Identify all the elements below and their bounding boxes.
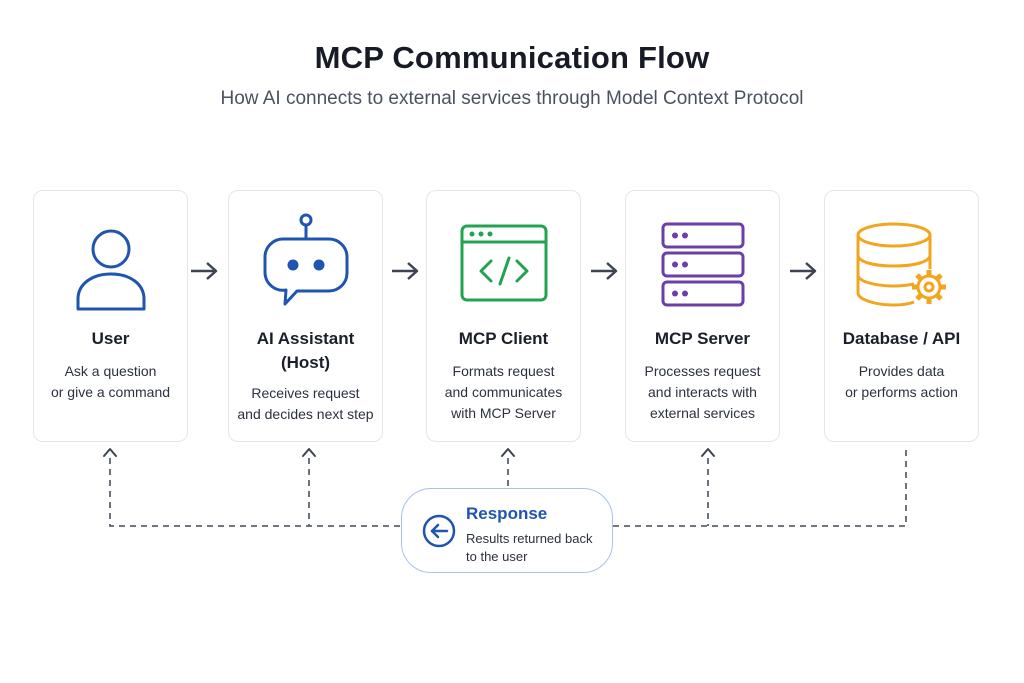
database-gear-icon (825, 221, 978, 311)
response-box: Response Results returned back to the us… (401, 488, 613, 573)
step-description: Formats request and communicates with MC… (444, 363, 563, 421)
back-arrow-icon (422, 514, 456, 548)
arrow-right-icon (392, 262, 419, 280)
step-card-mcp-client: MCP Client Formats request and communica… (426, 190, 581, 442)
arrow-right-icon (591, 262, 618, 280)
step-card-database-api: Database / API Provides data or performs… (824, 190, 979, 442)
step-description: Processes request and interacts with ext… (644, 363, 761, 421)
step-name: Database / API (842, 329, 961, 348)
robot-chat-icon (229, 211, 382, 306)
step-card-ai-assistant: AI Assistant (Host) Receives request and… (228, 190, 383, 442)
step-description: Ask a question or give a command (50, 363, 171, 400)
response-description: Results returned back to the user (466, 531, 593, 564)
step-card-user: User Ask a question or give a command (33, 190, 188, 442)
server-rack-icon (626, 221, 779, 311)
step-description: Receives request and decides next step (237, 385, 374, 422)
step-card-mcp-server: MCP Server Processes request and interac… (625, 190, 780, 442)
step-description: Provides data or performs action (845, 363, 958, 400)
user-icon (34, 221, 187, 311)
step-name: AI Assistant (Host) (256, 329, 355, 372)
diagram-title: MCP Communication Flow (314, 40, 710, 75)
arrow-right-icon (790, 262, 817, 280)
response-title: Response (466, 504, 548, 523)
step-name: MCP Client (458, 329, 549, 348)
diagram-subtitle: How AI connects to external services thr… (220, 88, 804, 109)
code-window-icon (427, 221, 580, 311)
step-name: MCP Server (654, 329, 751, 348)
step-name: User (91, 329, 130, 348)
arrow-right-icon (191, 262, 218, 280)
